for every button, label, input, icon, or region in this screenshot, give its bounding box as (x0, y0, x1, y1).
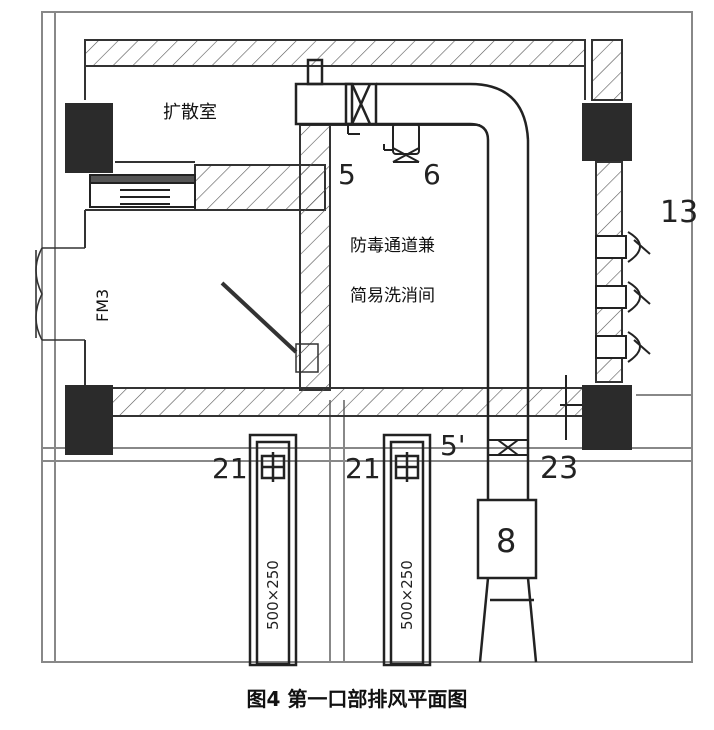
bottom-wall (99, 387, 586, 417)
pipe-23 (560, 375, 582, 440)
wall-sleeves-13 (595, 231, 651, 363)
door-hinge (295, 343, 319, 373)
duct-size-right: 500×250 (398, 560, 416, 630)
label-13: 13 (660, 195, 698, 230)
figure-caption: 图4 第一口部排风平面图 (246, 687, 468, 711)
room-outlines (84, 66, 586, 389)
column-top-right (582, 103, 632, 161)
column-top-left (65, 103, 113, 173)
column-bottom-left (65, 385, 113, 455)
door-label-fm3: FM3 (93, 289, 112, 322)
room-label-diffusion: 扩散室 (163, 102, 217, 123)
door-fm3 (35, 247, 85, 341)
duct-size-left: 500×250 (264, 560, 282, 630)
valve-6 (347, 123, 420, 163)
label-23: 23 (540, 451, 578, 486)
lower-duct-left (248, 433, 298, 667)
lower-duct-right (382, 433, 432, 667)
room-label-decon-line1: 防毒通道兼 (350, 236, 435, 256)
columns (65, 103, 632, 455)
label-5-prime: 5' (440, 429, 466, 462)
top-wall (84, 39, 586, 67)
hatched-walls (84, 39, 623, 417)
label-6: 6 (423, 158, 441, 191)
valve-5-prime (488, 439, 528, 456)
label-21-right: 21 (345, 452, 381, 485)
right-top-wall (591, 39, 623, 101)
fan-8-box (476, 498, 538, 580)
room-label-decon-line2: 简易洗消间 (350, 286, 435, 306)
diffusion-grille (89, 174, 196, 208)
label-8: 8 (496, 522, 516, 560)
column-bottom-right (582, 385, 632, 450)
label-21-left: 21 (212, 452, 248, 485)
label-5: 5 (338, 158, 356, 191)
blast-door (220, 281, 298, 354)
fan-outlet (478, 577, 538, 663)
